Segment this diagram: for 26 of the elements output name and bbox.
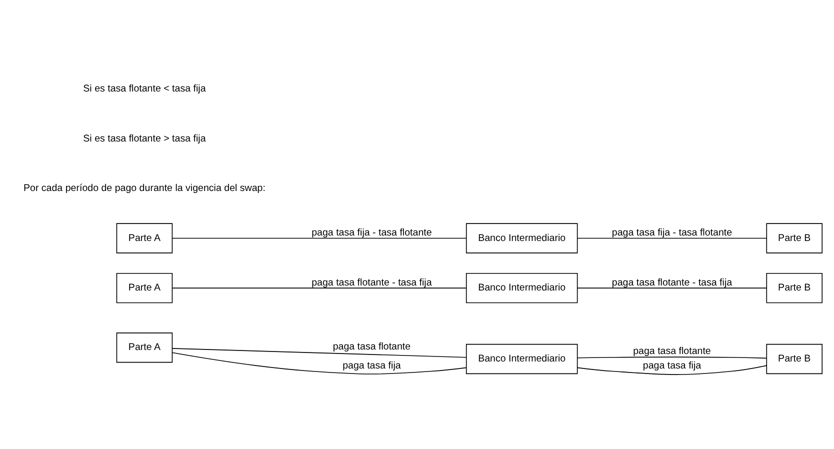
label: Si es tasa flotante > tasa fija: [83, 133, 206, 144]
edge-label: paga tasa fija: [642, 360, 702, 372]
edge-label: paga tasa flotante: [332, 342, 411, 353]
node-box: Parte A: [116, 223, 173, 254]
connector: [172, 348, 467, 358]
connector: [577, 356, 767, 359]
node-box: Banco Intermediario: [466, 272, 578, 304]
node-box: Parte A: [116, 332, 173, 363]
edge-label: paga tasa flotante - tasa fija: [612, 277, 732, 288]
label: Por cada período de pago durante la vigencia del swap:: [23, 183, 266, 194]
edge-label: paga tasa fija - tasa flotante: [612, 227, 732, 238]
connector: [576, 365, 767, 375]
node-box: Banco Intermediario: [466, 344, 578, 374]
edge-label: paga tasa flotante - tasa fija: [312, 277, 432, 288]
connector: [172, 352, 467, 374]
label: Si es tasa flotante < tasa fija: [83, 83, 206, 94]
edge-label: paga tasa flotante: [633, 346, 711, 357]
connector: [577, 238, 767, 239]
node-box: Banco Intermediario: [466, 223, 578, 254]
connector: [172, 238, 467, 239]
node-box: Parte A: [116, 272, 173, 304]
edge-label: paga tasa fija - tasa flotante: [312, 227, 432, 238]
node-box: Parte B: [766, 272, 823, 304]
node-box: Parte B: [766, 223, 823, 254]
edge-label: paga tasa fija: [342, 360, 401, 372]
node-box: Parte B: [766, 344, 823, 374]
